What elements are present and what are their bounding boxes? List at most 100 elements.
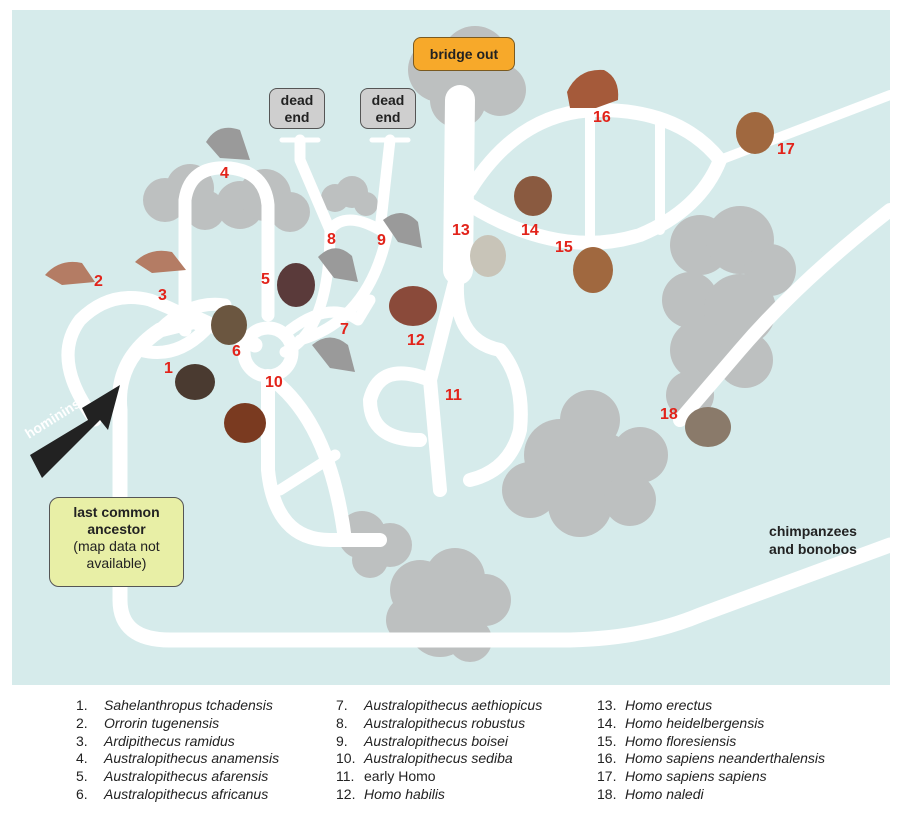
legend-item: 11. early Homo <box>336 768 542 786</box>
road-lower-loop <box>261 369 387 547</box>
last-common-ancestor-box: last common ancestor (map data not avail… <box>49 497 184 587</box>
legend-species: Australopithecus anamensis <box>104 750 280 767</box>
legend-item: 7. Australopithecus aethiopicus <box>336 697 542 715</box>
legend-species: Homo naledi <box>625 785 704 802</box>
legend-species: Orrorin tugenensis <box>104 714 220 731</box>
road-trunk-13 <box>443 85 475 285</box>
legend-item: 2.Orrorin tugenensis <box>76 715 279 733</box>
legend-species: Australopithecus sediba <box>364 750 513 767</box>
legend-column-2: 7. Australopithecus aethiopicus 8. Austral… <box>336 697 542 804</box>
legend-number: 18. <box>597 785 617 802</box>
legend-item: 10. Australopithecus sediba <box>336 750 542 768</box>
legend-item: 15. Homo floresiensis <box>597 733 825 751</box>
number-3: 3 <box>158 287 167 304</box>
number-18: 18 <box>660 406 678 423</box>
legend-item: 1. Sahelanthropus tchadensis <box>76 697 279 715</box>
legend-number: 4. <box>76 750 88 767</box>
skull-4 <box>206 127 250 160</box>
legend-number: 5. <box>76 768 88 785</box>
legend-species: Homo floresiensis <box>625 732 737 749</box>
legend-number: 9. <box>336 732 348 749</box>
legend-number: 15. <box>597 732 617 749</box>
skull-9 <box>383 212 422 248</box>
skull-18 <box>685 407 731 447</box>
legend-item: 16. Homo sapiens neanderthalensis <box>597 750 825 768</box>
legend-item: 8. Australopithecus robustus <box>336 715 542 733</box>
legend-number: 1. <box>76 697 88 713</box>
bridge-out-sign: bridge out <box>413 37 515 71</box>
number-6: 6 <box>232 343 241 360</box>
legend-item: 4. Australopithecus anamensis <box>76 750 279 768</box>
legend-number: 7. <box>336 697 348 713</box>
number-15: 15 <box>555 239 573 256</box>
legend-number: 14. <box>597 714 617 731</box>
road-to-18 <box>673 203 890 427</box>
legend-number: 13. <box>597 697 617 713</box>
number-5: 5 <box>261 271 270 288</box>
number-4: 4 <box>220 165 229 182</box>
legend-species: Australopithecus africanus <box>104 785 269 802</box>
road-dead-end-2 <box>294 134 396 346</box>
skull-14 <box>514 176 552 216</box>
dead-end-sign-1: dead end <box>269 88 325 129</box>
legend-species: Homo habilis <box>364 785 445 802</box>
hominins-arrow <box>30 385 120 478</box>
legend-species: Homo sapiens neanderthalensis <box>625 750 826 767</box>
skull-markers <box>45 69 774 447</box>
skull-17 <box>736 112 774 154</box>
legend-number: 10. <box>336 750 356 767</box>
number-7: 7 <box>340 321 349 338</box>
legend-species: Ardipithecus ramidus <box>104 732 235 749</box>
skull-5 <box>277 263 315 307</box>
road-branch-4 <box>178 161 275 337</box>
legend-species: early Homo <box>364 768 436 785</box>
legend-item: 6. Australopithecus africanus <box>76 786 279 804</box>
number-13: 13 <box>452 222 470 239</box>
number-1: 1 <box>164 360 173 377</box>
lca-title: last common ancestor <box>73 504 160 537</box>
number-10: 10 <box>265 374 283 391</box>
legend-species: Homo erectus <box>625 697 713 713</box>
legend-species: Homo sapiens sapiens <box>625 768 767 785</box>
number-2: 2 <box>94 273 103 290</box>
skull-15 <box>573 247 613 293</box>
legend-column-3: 13.Homo erectus 14.Homo heidelbergensis … <box>597 697 825 804</box>
skull-13 <box>470 235 506 277</box>
legend-number: 6. <box>76 785 88 802</box>
skull-10 <box>224 403 266 443</box>
number-9: 9 <box>377 232 386 249</box>
legend-item: 18. Homo naledi <box>597 786 825 804</box>
skull-1 <box>175 364 215 400</box>
legend-item: 3.Ardipithecus ramidus <box>76 733 279 751</box>
fog-cloud <box>321 176 378 216</box>
lca-note: (map data not available) <box>73 538 160 571</box>
legend-item: 14. Homo heidelbergensis <box>597 715 825 733</box>
number-11: 11 <box>445 387 462 404</box>
legend-species: Australopithecus robustus <box>364 714 526 731</box>
skull-8 <box>318 248 358 282</box>
legend-item: 9.Australopithecus boisei <box>336 733 542 751</box>
road-trunk-lower <box>363 263 528 497</box>
skull-3 <box>135 250 186 273</box>
road-branch-7 <box>284 294 376 336</box>
legend-number: 8. <box>336 714 348 731</box>
legend-item: 13. Homo erectus <box>597 697 825 715</box>
legend-species: Homo heidelbergensis <box>625 714 765 731</box>
skull-6 <box>211 305 247 345</box>
legend-item: 17.Homo sapiens sapiens <box>597 768 825 786</box>
legend-species: Australopithecus afarensis <box>104 768 269 785</box>
legend-number: 16. <box>597 750 617 767</box>
legend-species: Sahelanthropus tchadensis <box>104 697 273 713</box>
legend-number: 12. <box>336 785 356 802</box>
chimpanzees-label: chimpanzees and bonobos <box>769 523 857 557</box>
fog-cloud <box>662 206 796 419</box>
road-lca-loop <box>112 512 890 648</box>
number-17: 17 <box>777 141 795 158</box>
number-8: 8 <box>327 231 336 248</box>
legend-number: 11. <box>336 768 355 785</box>
legend-species: Australopithecus aethiopicus <box>364 697 543 713</box>
skull-16 <box>567 69 619 108</box>
dead-end-sign-2: dead end <box>360 88 416 129</box>
